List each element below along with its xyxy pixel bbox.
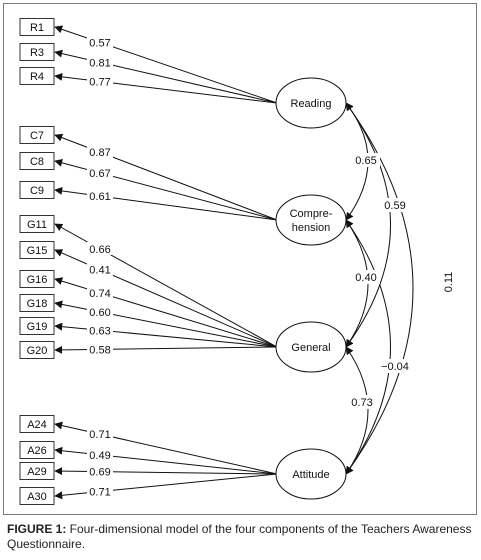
indicator-label-g15: G15 xyxy=(27,245,48,257)
loading-value-g16: 0.74 xyxy=(89,288,110,300)
loading-label-bg xyxy=(87,35,113,49)
correlation-value-reading-comprehension: 0.65 xyxy=(355,155,376,167)
loading-label-bg xyxy=(87,241,113,255)
indicator-box-c9 xyxy=(19,181,55,199)
correlation-label-bg xyxy=(352,153,380,167)
indicator-label-c7: C7 xyxy=(30,130,44,142)
factor-ellipse-comprehension xyxy=(275,194,347,246)
loading-value-r3: 0.81 xyxy=(89,57,110,69)
correlation-label-bg xyxy=(348,395,376,409)
indicator-box-r1 xyxy=(19,18,55,36)
correlation-label-bg xyxy=(352,270,380,284)
correlation-value-general-attitude: 0.73 xyxy=(351,397,372,409)
loading-value-g15: 0.41 xyxy=(89,265,110,277)
loading-label-bg xyxy=(87,484,113,498)
loading-value-a30: 0.71 xyxy=(89,487,110,499)
loading-label-bg xyxy=(87,285,113,299)
correlation-label-bg xyxy=(441,268,455,296)
loading-value-g11: 0.66 xyxy=(89,244,110,256)
factor-label-general: General xyxy=(291,342,330,354)
correlation-path-comprehension-attitude xyxy=(345,219,391,475)
loading-value-g20: 0.58 xyxy=(89,344,110,356)
indicator-box-g15 xyxy=(19,241,55,259)
correlation-value-comprehension-attitude: −0.04 xyxy=(381,361,409,373)
loading-label-bg xyxy=(87,189,113,203)
indicator-label-c9: C9 xyxy=(30,185,44,197)
indicator-box-g16 xyxy=(19,270,55,288)
loading-value-r1: 0.57 xyxy=(89,37,110,49)
factor-label-reading: Reading xyxy=(291,98,332,110)
figure-caption: FIGURE 1: Four-dimensional model of the … xyxy=(7,522,475,552)
indicator-box-g11 xyxy=(19,215,55,233)
loading-value-c7: 0.87 xyxy=(89,147,110,159)
correlation-value-reading-attitude: 0.11 xyxy=(443,272,455,293)
factor-label-attitude: Attitude xyxy=(292,469,329,481)
indicator-box-g19 xyxy=(19,317,55,335)
loading-label-bg xyxy=(87,342,113,356)
indicator-box-r3 xyxy=(19,43,55,61)
indicator-box-a26 xyxy=(19,441,55,459)
loading-value-a26: 0.49 xyxy=(89,450,110,462)
loading-label-bg xyxy=(87,447,113,461)
caption-text: Four-dimensional model of the four compo… xyxy=(7,522,472,551)
caption-label: FIGURE 1: xyxy=(7,522,67,536)
indicator-label-g18: G18 xyxy=(27,298,48,310)
loading-label-bg xyxy=(87,55,113,69)
indicator-box-a29 xyxy=(19,462,55,480)
indicator-label-r3: R3 xyxy=(30,47,44,59)
indicator-label-r1: R1 xyxy=(30,22,44,34)
loading-label-bg xyxy=(87,262,113,276)
loading-value-r4: 0.77 xyxy=(89,76,110,88)
factor-label-comprehension-line2: hension xyxy=(292,222,331,234)
loading-label-bg xyxy=(87,427,113,441)
indicator-label-a30: A30 xyxy=(27,491,47,503)
indicator-label-g16: G16 xyxy=(27,274,48,286)
correlation-value-comprehension-general: 0.40 xyxy=(355,272,376,284)
indicator-label-a24: A24 xyxy=(27,419,47,431)
indicator-label-g19: G19 xyxy=(27,321,48,333)
loading-value-c8: 0.67 xyxy=(89,168,110,180)
loading-label-bg xyxy=(87,145,113,159)
indicator-box-g18 xyxy=(19,294,55,312)
indicator-box-c8 xyxy=(19,152,55,170)
loading-label-bg xyxy=(87,165,113,179)
factor-ellipse-reading xyxy=(275,77,347,129)
loading-label-bg xyxy=(87,304,113,318)
correlation-path-reading-attitude xyxy=(345,102,414,475)
correlation-label-bg xyxy=(381,198,409,212)
factor-label-comprehension-line1: Compre- xyxy=(290,208,333,220)
loading-value-c9: 0.61 xyxy=(89,191,110,203)
factor-ellipse-general xyxy=(275,321,347,373)
indicator-label-g11: G11 xyxy=(27,219,47,231)
indicator-label-r4: R4 xyxy=(30,71,44,83)
loading-value-a24: 0.71 xyxy=(89,429,110,441)
indicator-label-g20: G20 xyxy=(27,345,48,357)
indicator-label-a26: A26 xyxy=(27,445,47,457)
indicator-box-a30 xyxy=(19,487,55,505)
correlation-path-reading-general xyxy=(345,102,391,348)
correlation-label-bg xyxy=(381,359,409,373)
indicator-box-g20 xyxy=(19,341,55,359)
loading-label-bg xyxy=(87,464,113,478)
indicator-label-a29: A29 xyxy=(27,466,47,478)
indicator-box-a24 xyxy=(19,415,55,433)
indicator-box-r4 xyxy=(19,67,55,85)
indicator-box-c7 xyxy=(19,126,55,144)
correlation-path-general-attitude xyxy=(345,346,369,475)
loading-label-bg xyxy=(87,323,113,337)
loading-value-g19: 0.63 xyxy=(89,325,110,337)
factor-ellipse-attitude xyxy=(275,448,347,500)
correlation-value-reading-general: 0.59 xyxy=(384,200,405,212)
indicator-label-c8: C8 xyxy=(30,156,44,168)
loading-value-g18: 0.60 xyxy=(89,307,110,319)
loading-value-a29: 0.69 xyxy=(89,467,110,479)
loading-label-bg xyxy=(87,74,113,88)
